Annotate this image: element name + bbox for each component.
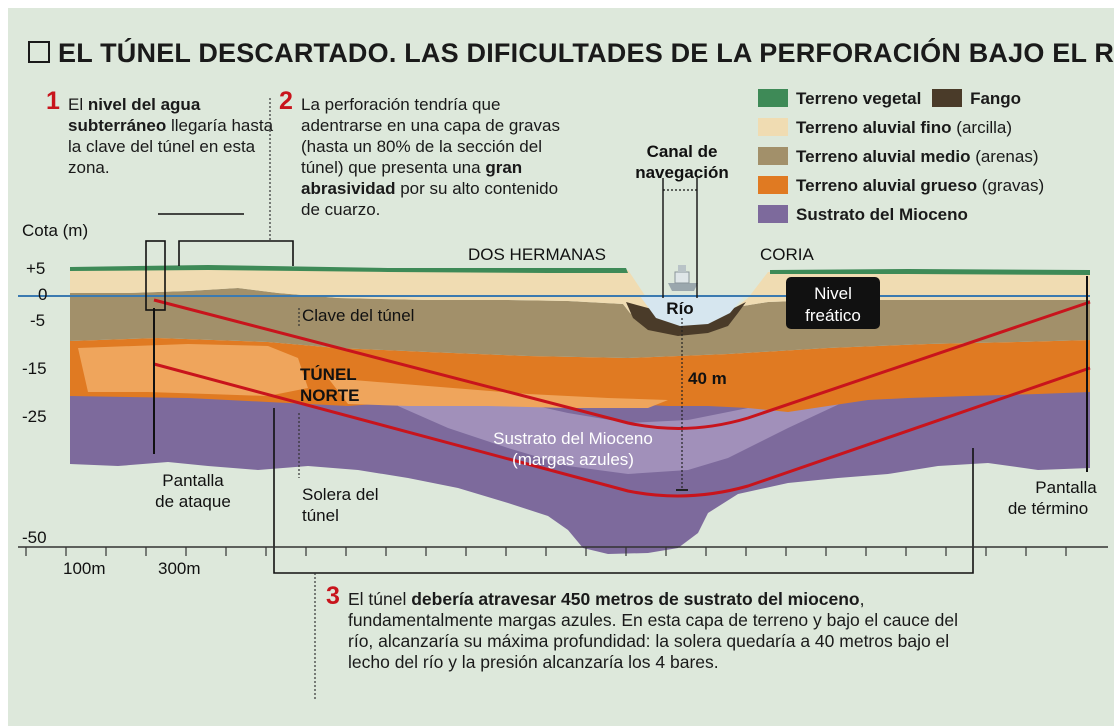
legend-item-mioceno: Sustrato del Mioceno (758, 204, 1044, 233)
note-number: 2 (279, 87, 293, 115)
label-tunel-line2: NORTE (300, 386, 360, 405)
label-nivel-line2: freático (805, 306, 861, 325)
label-canal-line2: navegación (635, 163, 729, 182)
layer-aluvial-grueso (70, 338, 1090, 412)
label-rio: Río (666, 299, 693, 318)
layer-terreno-vegetal (70, 265, 1090, 275)
note-text: llegaría hasta la clave del túnel en est… (68, 116, 274, 177)
tunnel-floor-line (153, 362, 1091, 498)
label-solera-2: túnel (302, 506, 339, 525)
label-clave: Clave del túnel (302, 306, 414, 325)
boat-icon (668, 265, 698, 291)
legend-swatch (758, 147, 788, 165)
note-1-marker (145, 240, 166, 311)
note-number: 1 (46, 87, 60, 115)
note-emphasis: debería atravesar 450 metros de sustrato… (411, 589, 860, 609)
label-sustrato: Sustrato del Mioceno (493, 429, 653, 448)
x-axis-ticks (25, 547, 1067, 556)
title-text: EL TÚNEL DESCARTADO. LAS DIFICULTADES DE… (58, 38, 1114, 68)
note-3-bracket (273, 408, 974, 574)
label-pantalla-ataque-2: de ataque (155, 492, 231, 511)
y-tick-label: -25 (22, 407, 47, 426)
y-tick-label: -50 (22, 528, 47, 547)
y-tick-label: +5 (26, 259, 45, 278)
checkbox-icon (28, 41, 50, 63)
note-emphasis: nivel del agua subterráneo (68, 95, 201, 135)
y-tick-label: 0 (38, 285, 47, 304)
x-tick-label: 100m (63, 559, 106, 578)
legend-item-aluvial-grueso: Terreno aluvial grueso (gravas) (758, 175, 1044, 204)
label-coria: CORIA (760, 245, 815, 264)
infographic-title: EL TÚNEL DESCARTADO. LAS DIFICULTADES DE… (28, 38, 1114, 69)
label-canal-line1: Canal de (647, 142, 718, 161)
note-text: por su alto contenido de cuarzo. (301, 179, 559, 219)
note-emphasis: gran abrasividad (301, 158, 523, 198)
layer-grueso-light-2 (328, 378, 668, 408)
cross-section-diagram: Cota (m) +5 0 -5 -15 -25 -50 100m 300m D… (18, 98, 1108, 700)
note-number: 3 (326, 582, 340, 610)
y-tick-label: -15 (22, 359, 47, 378)
note-3: 3 El túnel debería atravesar 450 metros … (326, 584, 988, 673)
label-tunel-line1: TÚNEL (300, 365, 357, 384)
legend-swatch (932, 89, 963, 107)
layer-mioceno (70, 392, 1090, 554)
note-1: 1 El nivel del agua subterráneo llegaría… (46, 89, 278, 178)
nivel-freatico-box (786, 277, 880, 329)
label-margas: (margas azules) (512, 450, 634, 469)
label-pantalla-termino-2: de término (1008, 499, 1088, 518)
legend-item-aluvial-fino: Terreno aluvial fino (arcilla) (758, 117, 1044, 146)
label-dos-hermanas: DOS HERMANAS (468, 245, 606, 264)
infographic: EL TÚNEL DESCARTADO. LAS DIFICULTADES DE… (8, 8, 1114, 726)
label-solera-1: Solera del (302, 485, 379, 504)
legend-swatch (758, 205, 788, 223)
label-pantalla-termino-1: Pantalla (1035, 478, 1097, 497)
tunnel-crown-line (153, 298, 1091, 430)
note-text: , fundamentalmente margas azules. En est… (348, 589, 958, 672)
x-tick-label: 300m (158, 559, 201, 578)
layer-grueso-light (78, 344, 308, 396)
note-text: La perforación tendría que adentrarse en… (301, 95, 560, 177)
y-axis-unit-label: Cota (m) (22, 221, 88, 240)
legend: Terreno vegetal Fango Terreno aluvial fi… (758, 88, 1044, 233)
river-water (640, 296, 744, 326)
note-2-bracket (178, 240, 294, 266)
label-nivel-line1: Nivel (814, 284, 852, 303)
y-tick-label: -5 (30, 311, 45, 330)
layer-mioceno-light (388, 364, 888, 474)
label-pantalla-ataque-1: Pantalla (162, 471, 224, 490)
legend-item-terreno-vegetal: Terreno vegetal Fango (758, 88, 1044, 117)
note-text: El (68, 95, 88, 114)
legend-swatch (758, 89, 788, 107)
note-text: El túnel (348, 589, 412, 609)
note-2: 2 La perforación tendría que adentrarse … (279, 89, 573, 220)
legend-swatch (758, 118, 788, 136)
legend-item-aluvial-medio: Terreno aluvial medio (arenas) (758, 146, 1044, 175)
label-40m: 40 m (688, 369, 727, 388)
legend-swatch (758, 176, 788, 194)
